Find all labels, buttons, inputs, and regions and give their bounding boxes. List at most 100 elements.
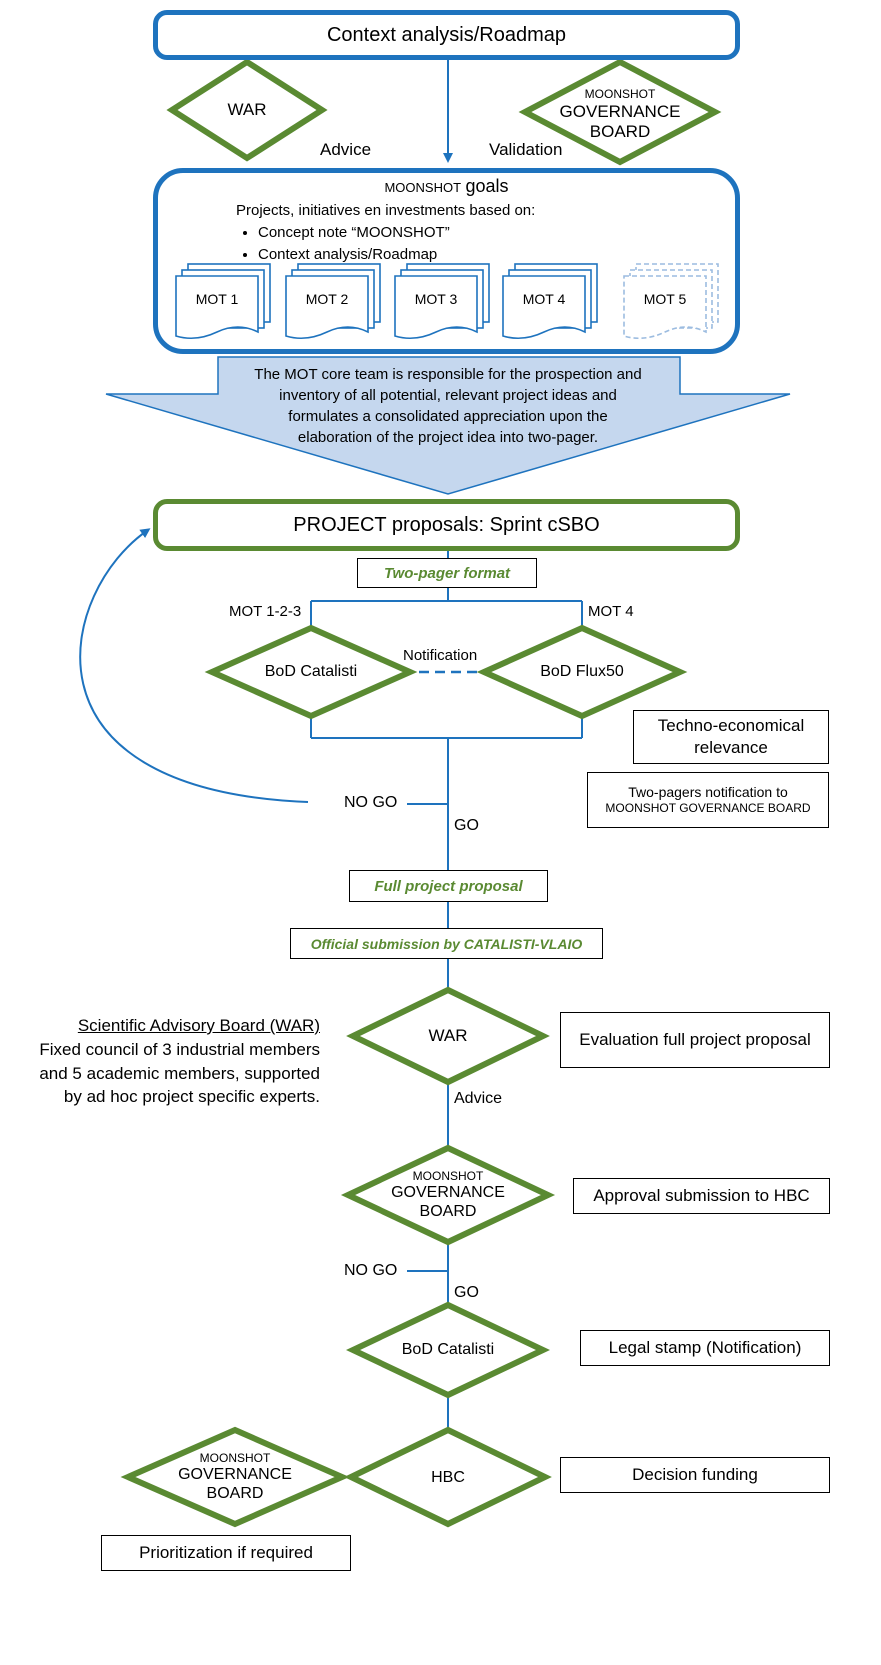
mgb-prioritization-mid: GOVERNANCE: [178, 1466, 292, 1483]
mot-core-team-arrow: [105, 356, 791, 495]
hbc-label: HBC: [431, 1469, 465, 1487]
mot-4-label: MOT 4: [522, 291, 566, 307]
moonshot-goals-box: [153, 168, 740, 354]
approval-box: Approval submission to HBC: [573, 1178, 830, 1214]
mot-1-label: MOT 1: [195, 291, 239, 307]
mgb-approval-mid: GOVERNANCE: [391, 1184, 505, 1201]
document-stack-icon: [394, 263, 490, 340]
no-go-feedback-arrow: [79, 528, 309, 803]
goals-intro: Projects, initiatives en investments bas…: [236, 202, 536, 219]
mgb-mid-line: GOVERNANCE: [559, 101, 681, 121]
bod-flux50-diamond: [476, 624, 688, 720]
arrow-text-line-2: inventory of all potential, relevant pro…: [279, 387, 617, 404]
two-pager-format-text: Two-pager format: [383, 564, 511, 582]
mgb-top-line: MOONSHOT: [584, 87, 656, 102]
decision-funding-box: Decision funding: [560, 1457, 830, 1493]
mot-core-team-text: The MOT core team is responsible for the…: [200, 364, 696, 448]
evaluation-box: Evaluation full project proposal: [560, 1012, 830, 1068]
mgb-bot-line: BOARD: [589, 122, 651, 142]
goals-description: Projects, initiatives en investments bas…: [236, 200, 656, 265]
mot-3-label: MOT 3: [414, 291, 458, 307]
mgb-diamond-prioritization: [120, 1426, 350, 1528]
mot-1-2-3-label: MOT 1-2-3: [229, 603, 302, 620]
advice-label: Advice: [454, 1090, 503, 1107]
goals-bullet-2: Context analysis/Roadmap: [258, 244, 656, 266]
techno-economical-label: Techno-economical relevance: [657, 715, 805, 757]
context-analysis-label: Context analysis/Roadmap: [326, 23, 566, 46]
mgb-approval-top: MOONSHOT: [412, 1168, 484, 1183]
advice-label-top: Advice: [320, 140, 372, 159]
mgb-approval-text: MOONSHOT GOVERNANCE BOARD: [378, 1160, 518, 1230]
mot-4-label-branch: MOT 4: [588, 603, 634, 620]
mot-5-label: MOT 5: [643, 291, 687, 307]
war-description-line-1: Fixed council of 3 industrial members: [39, 1039, 320, 1059]
no-go-label: NO GO: [344, 794, 398, 811]
war-diamond-text: WAR: [388, 1022, 508, 1050]
arrow-text-line-1: The MOT core team is responsible for the…: [254, 366, 642, 383]
mgb-prioritization-top: MOONSHOT: [199, 1450, 271, 1465]
prioritization-label: Prioritization if required: [139, 1542, 313, 1562]
two-pagers-notification-box: Two-pagers notification to MOONSHOT GOVE…: [587, 772, 829, 828]
project-proposals-label: PROJECT proposals: Sprint cSBO: [293, 513, 600, 536]
bod-catalisti-diamond: [204, 624, 418, 720]
notification-line-1: Two-pagers notification to: [628, 784, 788, 801]
bod-catalisti-legal-diamond: [345, 1301, 551, 1399]
war-description-line-2: and 5 academic members, supported: [39, 1063, 320, 1083]
goals-title-rest: goals: [465, 176, 509, 196]
full-project-proposal-label: Full project proposal: [349, 870, 548, 902]
full-project-proposal-text: Full project proposal: [374, 877, 523, 895]
bod-catalisti-legal-text: BoD Catalisti: [368, 1336, 528, 1364]
war-diamond-top: [166, 58, 328, 162]
no-go-label-2: NO GO: [344, 1262, 398, 1279]
project-proposals-box: PROJECT proposals: Sprint cSBO: [153, 499, 740, 551]
document-stack-icon: [502, 263, 598, 340]
goals-bullets: Concept note “MOONSHOT” Context analysis…: [236, 222, 656, 266]
goals-bullet-1: Concept note “MOONSHOT”: [258, 222, 656, 244]
mgb-approval-bot: BOARD: [419, 1203, 477, 1221]
war-description-line-3: by ad hoc project specific experts.: [63, 1087, 320, 1107]
mot-2-label: MOT 2: [305, 291, 349, 307]
bod-flux50-label: BoD Flux50: [540, 663, 624, 681]
document-stack-icon: [285, 263, 381, 340]
go-label-2: GO: [454, 1284, 479, 1301]
mgb-diamond-top: [518, 58, 722, 166]
prioritization-box: Prioritization if required: [101, 1535, 351, 1571]
bod-flux50-text: BoD Flux50: [510, 658, 654, 686]
notification-line-2: MOONSHOT GOVERNANCE BOARD: [605, 801, 811, 816]
decision-funding-label: Decision funding: [632, 1464, 758, 1484]
bod-catalisti-label: BoD Catalisti: [264, 663, 358, 681]
war-description: Scientific Advisory Board (WAR) Fixed co…: [0, 1014, 320, 1109]
two-pager-format-label: Two-pager format: [357, 558, 537, 588]
hbc-text: HBC: [398, 1464, 498, 1492]
official-submission-label: Official submission by CATALISTI-VLAIO: [290, 928, 603, 959]
mgb-prioritization-bot: BOARD: [206, 1485, 264, 1503]
legal-stamp-label: Legal stamp (Notification): [608, 1337, 802, 1357]
techno-economical-box: Techno-economical relevance: [633, 710, 829, 764]
war-description-title: Scientific Advisory Board (WAR): [77, 1016, 320, 1035]
war-diamond: [346, 986, 550, 1086]
bod-catalisti-text: BoD Catalisti: [230, 658, 392, 686]
notification-label: Notification: [403, 647, 478, 664]
document-stack-icon: [175, 263, 271, 340]
arrow-text-line-3: formulates a consolidated appreciation u…: [288, 408, 608, 425]
validation-label: Validation: [489, 140, 563, 159]
mgb-label-top: MOONSHOT GOVERNANCE BOARD: [540, 80, 700, 150]
evaluation-label: Evaluation full project proposal: [579, 1029, 811, 1049]
legal-stamp-box: Legal stamp (Notification): [580, 1330, 830, 1366]
approval-label: Approval submission to HBC: [593, 1185, 810, 1205]
bod-catalisti-legal-label: BoD Catalisti: [401, 1341, 495, 1359]
arrow-text-line-4: elaboration of the project idea into two…: [297, 429, 599, 446]
mgb-diamond-approval: [340, 1144, 556, 1246]
mgb-prioritization-text: MOONSHOT GOVERNANCE BOARD: [165, 1442, 305, 1512]
document-stack-icon-dashed: [623, 263, 719, 340]
goals-title: MOONSHOT goals: [153, 176, 740, 197]
war-label-top: WAR: [172, 90, 322, 130]
goals-title-sc: MOONSHOT: [384, 180, 462, 195]
official-submission-text: Official submission by CATALISTI-VLAIO: [310, 935, 583, 952]
context-analysis-box: Context analysis/Roadmap: [153, 10, 740, 60]
hbc-diamond: [344, 1426, 552, 1528]
war-diamond-label: WAR: [428, 1025, 468, 1045]
go-label: GO: [454, 817, 479, 834]
war-text: WAR: [227, 99, 267, 119]
